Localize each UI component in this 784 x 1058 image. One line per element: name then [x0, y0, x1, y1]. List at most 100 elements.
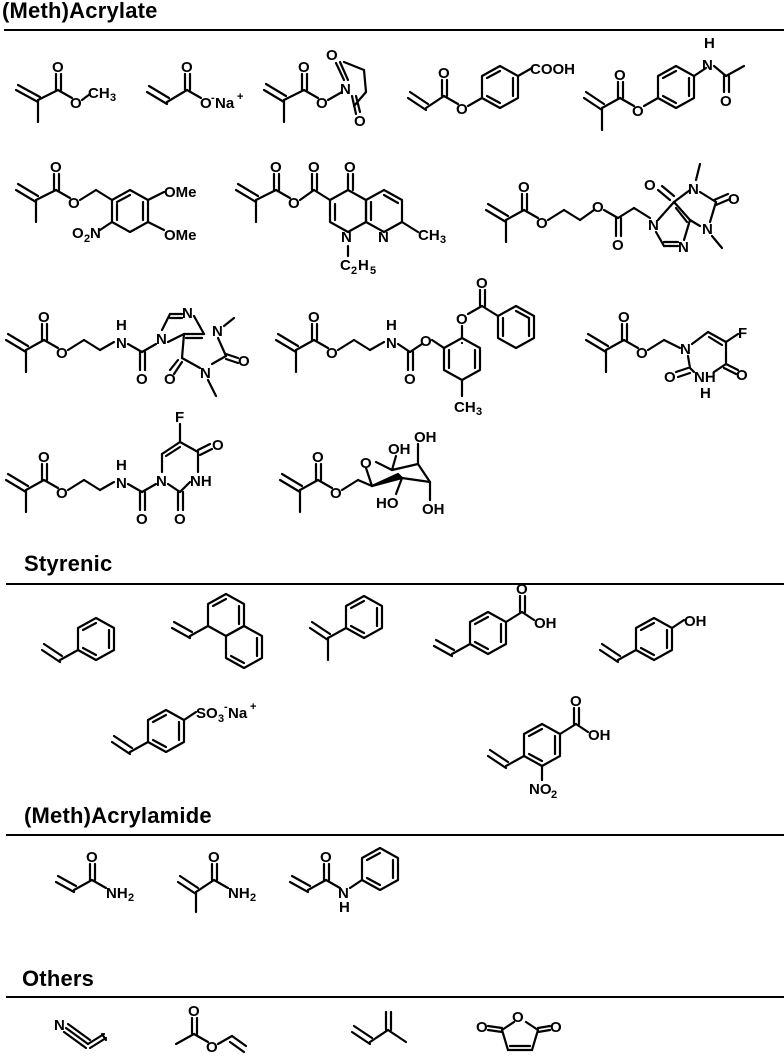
- monomer-isoprene: [350, 1010, 408, 1046]
- svg-text:N: N: [90, 225, 101, 242]
- svg-text:O: O: [636, 345, 648, 362]
- svg-text:Na: Na: [228, 705, 248, 722]
- monomer-fluorouracil-carbamoyl-methacrylate: O O HN O N F O NH O: [4, 409, 224, 528]
- svg-text:O: O: [644, 177, 656, 194]
- svg-text:O: O: [456, 101, 468, 118]
- svg-text:-: -: [224, 701, 228, 713]
- svg-text:CH: CH: [88, 85, 110, 102]
- svg-text:O: O: [360, 455, 372, 472]
- monomer-nhs-methacrylate: O O N O O: [262, 47, 368, 130]
- section-title-methacrylate: (Meth)Acrylate: [2, 0, 158, 23]
- svg-text:N: N: [678, 239, 689, 256]
- svg-text:COOH: COOH: [530, 61, 575, 78]
- svg-text:OH: OH: [534, 615, 557, 632]
- svg-text:NH: NH: [228, 885, 250, 902]
- svg-text:CH: CH: [454, 399, 476, 416]
- svg-text:SO: SO: [196, 705, 218, 722]
- svg-text:O: O: [476, 1019, 488, 1036]
- svg-text:O: O: [206, 1039, 218, 1056]
- svg-text:O: O: [632, 103, 644, 120]
- svg-text:O: O: [164, 371, 176, 388]
- svg-text:O: O: [518, 179, 530, 196]
- svg-text:C: C: [340, 257, 351, 274]
- svg-text:O: O: [354, 113, 366, 130]
- svg-text:O: O: [270, 159, 282, 176]
- monomer-vinylbenzoic-acid: O OH: [432, 581, 557, 658]
- svg-text:N: N: [341, 229, 352, 246]
- svg-text:F: F: [738, 325, 747, 342]
- svg-text:N: N: [54, 1017, 65, 1034]
- svg-text:3: 3: [218, 713, 224, 725]
- section-title-others: Others: [22, 966, 95, 991]
- svg-text:CH: CH: [418, 227, 440, 244]
- svg-text:O: O: [181, 59, 193, 76]
- svg-text:-: -: [211, 92, 215, 104]
- svg-text:O: O: [420, 333, 432, 350]
- svg-text:O: O: [208, 849, 220, 866]
- svg-text:OH: OH: [684, 613, 707, 630]
- svg-text:O: O: [592, 199, 604, 216]
- svg-text:O: O: [200, 95, 212, 112]
- svg-text:+: +: [237, 91, 243, 103]
- svg-text:O: O: [344, 159, 356, 176]
- svg-text:HO: HO: [376, 495, 399, 512]
- svg-text:H: H: [386, 317, 397, 334]
- svg-text:O: O: [618, 309, 630, 326]
- svg-text:2: 2: [250, 892, 256, 904]
- svg-text:+: +: [250, 701, 256, 713]
- svg-text:OH: OH: [588, 727, 611, 744]
- svg-text:N: N: [378, 229, 389, 246]
- monomer-acrylonitrile: N: [54, 1017, 108, 1050]
- svg-text:3: 3: [110, 92, 116, 104]
- svg-text:O: O: [570, 693, 582, 710]
- section-divider: [6, 996, 784, 998]
- monomer-vinylphenol: OH: [598, 613, 707, 664]
- svg-text:N: N: [116, 475, 127, 492]
- svg-text:NH: NH: [106, 885, 128, 902]
- svg-text:N: N: [386, 335, 397, 352]
- svg-text:H: H: [358, 257, 369, 274]
- svg-text:O: O: [38, 449, 50, 466]
- svg-text:O: O: [330, 485, 342, 502]
- section-divider: [6, 834, 784, 836]
- svg-text:O: O: [72, 225, 84, 242]
- svg-text:O: O: [550, 1019, 562, 1036]
- svg-text:O: O: [288, 195, 300, 212]
- svg-text:O: O: [320, 849, 332, 866]
- svg-text:F: F: [175, 409, 184, 426]
- svg-text:O: O: [68, 195, 80, 212]
- monomer-sodium-acrylate: O O- Na+: [145, 59, 243, 112]
- svg-text:O: O: [736, 367, 748, 384]
- svg-text:OH: OH: [414, 429, 437, 446]
- svg-text:OH: OH: [422, 501, 445, 518]
- svg-text:2: 2: [551, 789, 557, 801]
- monomer-styrene: [40, 616, 116, 664]
- monomer-alpha-methylstyrene: [308, 594, 384, 662]
- svg-text:O: O: [238, 353, 250, 370]
- svg-text:OMe: OMe: [164, 184, 197, 201]
- svg-text:O: O: [38, 309, 50, 326]
- monomer-theophylline-carbamoyl-methacrylate: O O HN O N N O N O N: [4, 305, 250, 398]
- svg-text:O: O: [404, 371, 416, 388]
- svg-text:O: O: [456, 311, 468, 328]
- svg-text:NO: NO: [529, 781, 552, 798]
- svg-text:O: O: [536, 215, 548, 232]
- svg-text:O: O: [326, 47, 338, 64]
- svg-text:5: 5: [370, 265, 376, 277]
- svg-text:O: O: [56, 345, 68, 362]
- svg-text:O: O: [516, 581, 528, 598]
- svg-text:2: 2: [351, 265, 357, 277]
- svg-text:O: O: [728, 191, 740, 208]
- svg-text:O: O: [326, 345, 338, 362]
- monomer-acetamidophenyl-methacrylate: O O H N O: [582, 35, 746, 132]
- monomer-theophylline-acetate-methacrylate: O O O O N N O N O N: [484, 162, 740, 256]
- svg-text:2: 2: [128, 892, 134, 904]
- svg-text:O: O: [664, 369, 676, 386]
- svg-text:O: O: [720, 93, 732, 110]
